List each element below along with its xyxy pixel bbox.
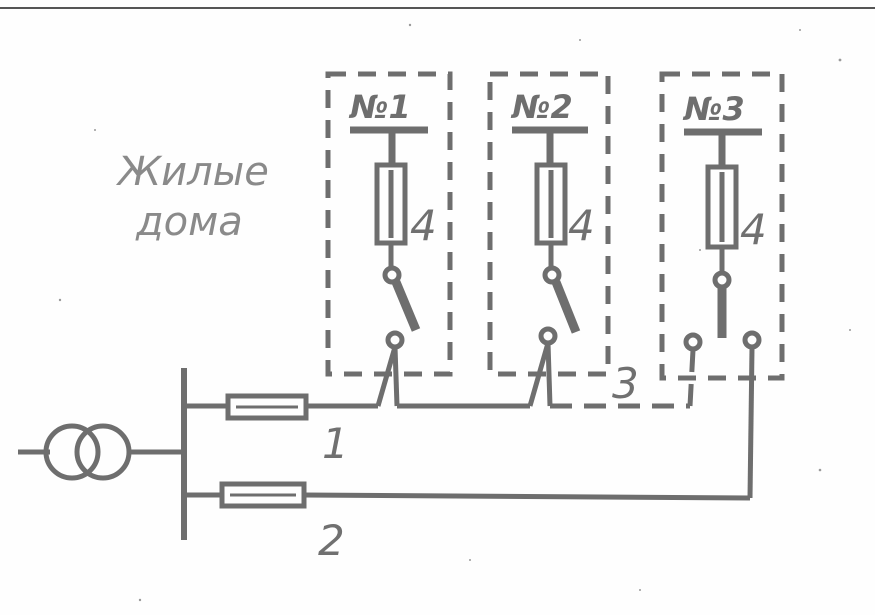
caption-houses: дома bbox=[135, 199, 243, 245]
house-fuse-label-1: 4 bbox=[410, 201, 437, 250]
house-3-load bbox=[684, 128, 762, 167]
house-box-3 bbox=[659, 71, 785, 381]
line-label-3: 3 bbox=[612, 359, 639, 408]
house-fuse-2 bbox=[534, 162, 568, 268]
house-number-2: №2 bbox=[510, 88, 573, 126]
house-fuse-1 bbox=[374, 162, 408, 268]
house-switch-3 bbox=[683, 270, 762, 352]
paper-speckles bbox=[58, 23, 851, 602]
house-number-1: №1 bbox=[348, 88, 411, 126]
line-label-1: 1 bbox=[322, 419, 349, 468]
feeder-line-2 bbox=[184, 347, 755, 509]
house-fuse-label-2: 4 bbox=[568, 201, 595, 250]
line-label-2: 2 bbox=[318, 516, 345, 565]
caption-residential: Жилые bbox=[115, 149, 269, 195]
house-switch-1 bbox=[382, 265, 421, 350]
house-number-3: №3 bbox=[682, 90, 745, 128]
house-2-load bbox=[512, 126, 588, 165]
reserve-line-3 bbox=[550, 349, 696, 409]
house-switch-2 bbox=[538, 265, 581, 346]
house-fuse-label-3: 4 bbox=[740, 205, 767, 254]
house-fuse-3 bbox=[705, 164, 739, 272]
house-1-load bbox=[350, 126, 428, 165]
feeder-line-1 bbox=[184, 342, 553, 421]
transformer-symbol bbox=[18, 423, 184, 481]
